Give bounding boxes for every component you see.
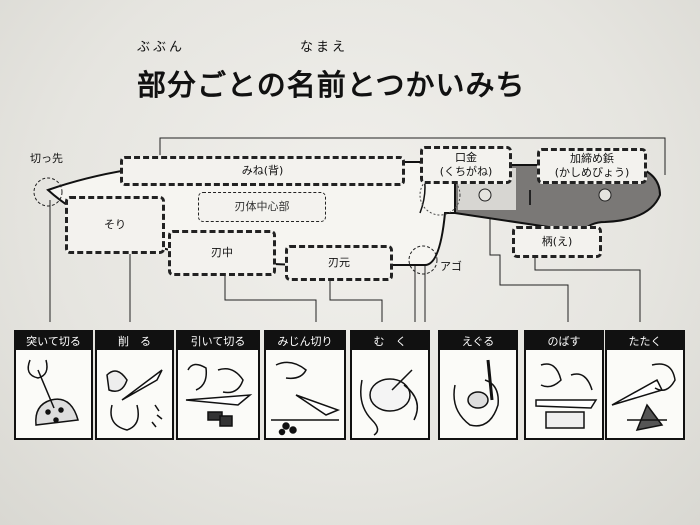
use-label: 突いて切る [16, 332, 91, 350]
use-label: 削 る [97, 332, 172, 350]
use-card-tataku: たたく [605, 330, 685, 440]
use-label: む く [352, 332, 428, 350]
flatten-icon [535, 363, 598, 429]
label-kashimebyou: 加締め鋲 (かしめびょう) [537, 148, 647, 184]
peel-icon [360, 369, 419, 436]
stab-cut-icon [27, 359, 79, 426]
label-ago: アゴ [440, 260, 462, 273]
pull-cut-icon [185, 363, 253, 427]
rivet-1 [478, 188, 492, 202]
furigana-namae: なまえ [300, 40, 349, 55]
use-card-hiite-kiru: 引いて切る [176, 330, 260, 440]
use-label: みじん切り [266, 332, 344, 350]
ago-marker [408, 245, 438, 275]
use-label: のばす [526, 332, 602, 350]
use-card-kezuru: 削 る [95, 330, 174, 440]
rivet-2 [598, 188, 612, 202]
use-card-mijingiri: みじん切り [264, 330, 346, 440]
use-card-muku: む く [350, 330, 430, 440]
kissaki-marker [33, 177, 63, 207]
mince-icon [271, 361, 341, 436]
furigana-bubun: ぶぶん [137, 40, 186, 55]
use-label: えぐる [440, 332, 516, 350]
gouge-icon [453, 359, 499, 427]
label-kissaki: 切っ先 [30, 152, 63, 165]
label-mune: みね(背) [120, 156, 405, 186]
use-label: 引いて切る [178, 332, 258, 350]
shave-icon [106, 369, 163, 431]
label-kuchigane: 口金 (くちがね) [420, 146, 512, 184]
label-e: 柄(え) [512, 226, 602, 258]
label-hamoto: 刃元 [285, 245, 393, 281]
use-label: たたく [607, 332, 683, 350]
use-card-nobasu: のばす [524, 330, 604, 440]
use-card-tsuite-kiru: 突いて切る [14, 330, 93, 440]
label-hatai-chushinbu: 刃体中心部 [198, 192, 326, 222]
label-nakaba: 刃中 [168, 230, 276, 276]
pound-icon [611, 363, 676, 432]
label-sori: そり [65, 196, 165, 254]
page-title: 部分ごとの名前とつかいみち [137, 68, 526, 102]
use-card-eguru: えぐる [438, 330, 518, 440]
